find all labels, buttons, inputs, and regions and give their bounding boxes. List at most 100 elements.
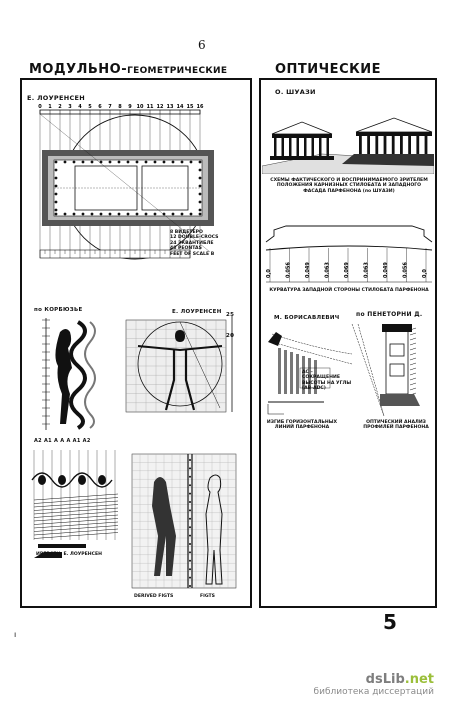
right-fig4-caption: ОПТИЧЕСКИЙ АНАЛИЗ ПРОФИЛЕЙ ПАРФЕНОНА (363, 420, 429, 431)
curvature-value: 0,0 (422, 269, 428, 278)
scale-number: 15 (187, 104, 194, 110)
scale-dot (189, 467, 191, 470)
curvature-value: 0.069 (344, 262, 350, 278)
hatch-line (33, 504, 119, 511)
column-dot (117, 160, 121, 164)
column-dot (108, 160, 112, 164)
column-dot (144, 212, 148, 216)
hatch-line (409, 372, 417, 376)
scale-number: 3 (68, 104, 72, 110)
column-dot (90, 160, 94, 164)
fig5-label-figts: FIGTS (200, 594, 215, 599)
column-dot (198, 168, 202, 172)
corner-mark: ı (14, 630, 17, 639)
column-dot (117, 212, 121, 216)
hatch-line (409, 377, 417, 381)
scale-number: 9 (128, 104, 132, 110)
hatch-line (409, 342, 417, 346)
temple-column (304, 138, 307, 156)
left-panel-title: МОДУЛЬНО-ГЕОМЕТРИЧЕСКИЕ (26, 62, 231, 77)
column-dot (54, 176, 58, 180)
column-dot (144, 160, 148, 164)
scale-number: 13 (167, 104, 174, 110)
bent-column (302, 356, 305, 394)
curvature-value: 0.063 (325, 262, 331, 278)
bent-column (290, 352, 293, 394)
column-dot (180, 212, 184, 216)
right-fig2-caption: КУРВАТУРА ЗАПАДНОЙ СТОРОНЫ СТИЛОБАТА ПАР… (269, 288, 429, 293)
egyptian-canon-figures (130, 452, 240, 594)
hatch-line (409, 362, 417, 366)
scale-number: 0 (38, 104, 42, 110)
scale-number: 16 (197, 104, 204, 110)
temple-column (311, 138, 314, 156)
column-dot (162, 212, 166, 216)
scale-dot (189, 475, 191, 478)
hatch-line (409, 332, 417, 336)
temple-column (383, 136, 387, 154)
column-dot (171, 212, 175, 216)
scale-number: 7 (108, 104, 112, 110)
stylobate-curvature-diagram (262, 212, 434, 284)
temple-column (289, 138, 292, 156)
fig1-author: Е. ЛОУРЕНСЕН (27, 94, 86, 102)
right-fig1-author: О. ШУАЗИ (275, 88, 316, 96)
hatch-line (409, 337, 417, 341)
fig2-author: по КОРБЮЗЬЕ (34, 307, 83, 313)
optical-profile-analysis-diagram (350, 320, 430, 420)
scale-dot (189, 576, 191, 579)
scale-dot (189, 509, 191, 512)
mask-head (38, 475, 46, 485)
temple-column (416, 136, 420, 154)
column-dot (198, 208, 202, 212)
curvature-value: 0.056 (403, 262, 409, 278)
temple-column (400, 136, 403, 154)
column-dot (162, 160, 166, 164)
horizontal-lines-bending-diagram (264, 324, 354, 420)
column-dot (54, 192, 58, 196)
column-dot (81, 160, 85, 164)
temple-column (424, 136, 428, 154)
column-dot (54, 212, 58, 216)
column-dot (198, 200, 202, 204)
curvature-value: 0.049 (305, 262, 311, 278)
scale-number: 1 (48, 104, 52, 110)
hatch-line (33, 500, 119, 508)
watermark-logo[interactable]: dsLib.net (365, 672, 434, 687)
temple-column (296, 138, 299, 156)
right-fig3-notes: AC – СОКРАЩЕНИЕ ВЫСОТЫ НА УГЛЫ (AB-ADC) (302, 370, 352, 392)
column-dot (135, 160, 139, 164)
mask-head (98, 475, 106, 485)
temple-column (391, 136, 395, 154)
hatch-line (409, 387, 417, 391)
hatch-line (33, 528, 119, 536)
column-dot (198, 212, 202, 216)
bent-column (308, 358, 311, 394)
temple-column (359, 136, 362, 154)
right-panel-title: ОПТИЧЕСКИЕ (272, 62, 384, 77)
left-title-main: МОДУЛЬНО- (29, 62, 128, 77)
iversen-proportion-grid (30, 440, 122, 570)
fig3-author: Е. ЛОУРЕНСЕН (172, 309, 222, 315)
column-dot (63, 212, 67, 216)
curvature-value: 0.063 (364, 262, 370, 278)
column-dot (99, 160, 103, 164)
scale-dot (189, 484, 191, 487)
mask-head (58, 475, 66, 485)
column-dot (153, 212, 157, 216)
scale-number: 12 (157, 104, 164, 110)
scale-number: 14 (177, 104, 184, 110)
hatch-line (33, 518, 119, 525)
bent-column (278, 348, 281, 394)
section-number: 5 (383, 610, 397, 634)
column-dot (171, 160, 175, 164)
fig4-marks: A2 A1 A A A A1 A2 (34, 438, 91, 444)
parthenon-perspective-views (262, 104, 434, 174)
right-fig4-author: по ПЕНЕТОРНИ Д. (356, 311, 423, 318)
hatch-line (409, 382, 417, 386)
hatch-line (33, 493, 119, 501)
scale-dot (189, 543, 191, 545)
column-dot (135, 212, 139, 216)
